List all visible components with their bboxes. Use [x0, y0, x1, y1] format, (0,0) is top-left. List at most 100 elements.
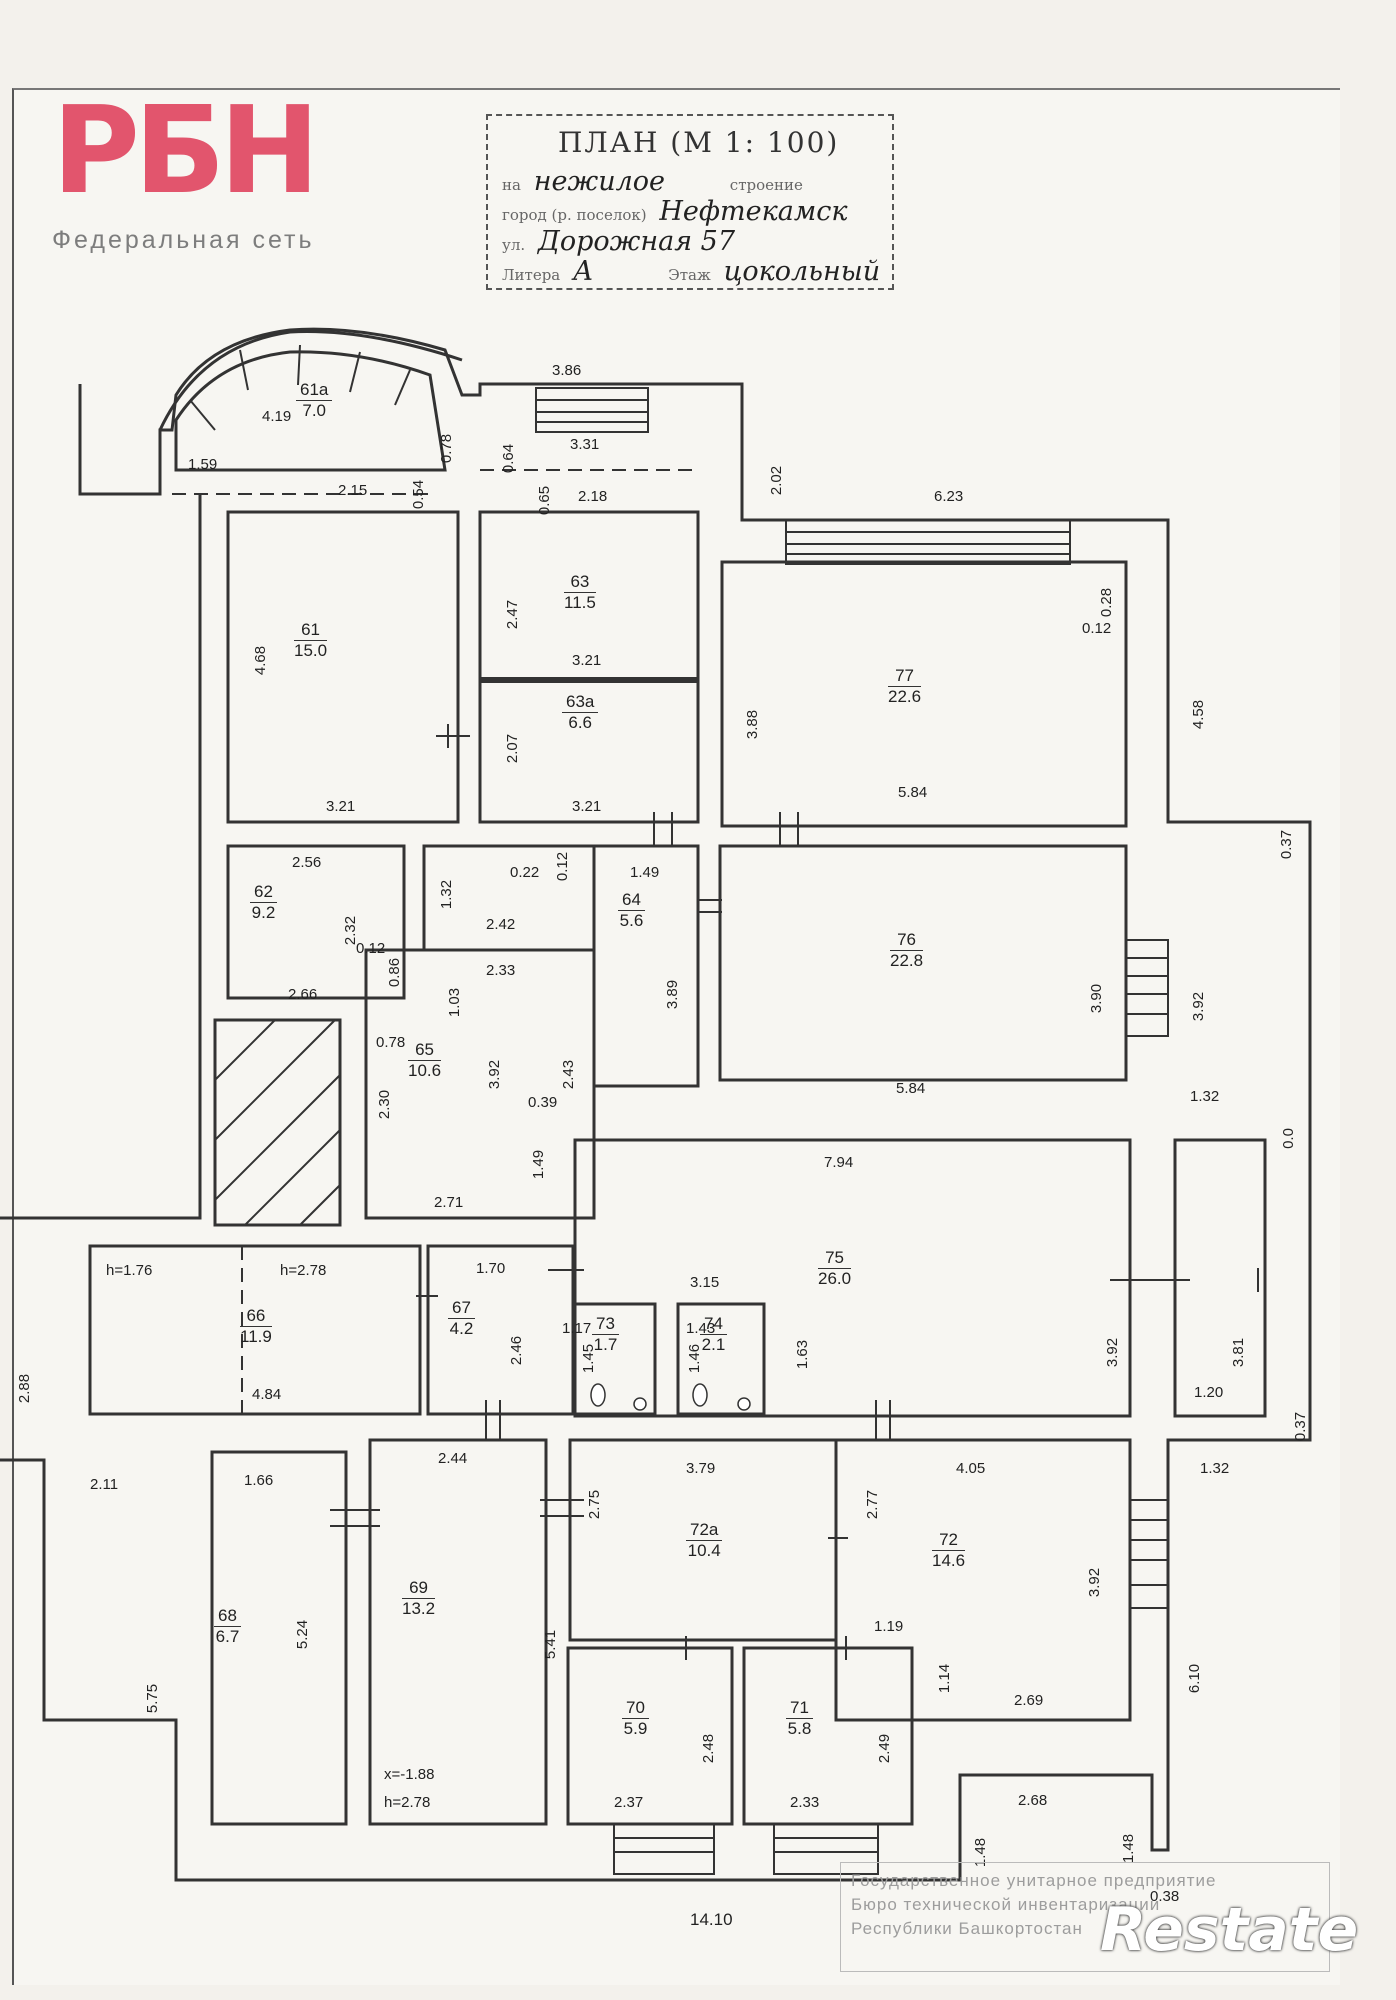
stair-arch: [189, 344, 411, 431]
dimension-label: 0.38: [1150, 1888, 1180, 1905]
dimension-label: 4.19: [262, 408, 292, 425]
dimension-label: 1.45: [580, 1343, 598, 1374]
dimension-label: 2.71: [434, 1194, 464, 1211]
room-area: 6.7: [215, 1627, 240, 1646]
dashed-lines: [172, 469, 698, 1414]
room-62-outline: [226, 844, 406, 1000]
bti-stamp-line: Бюро технической инвентаризации: [851, 1895, 1161, 1914]
room-number: 72: [932, 1530, 966, 1551]
room-number: 74: [700, 1314, 727, 1335]
dimension-label: 2.66: [288, 986, 318, 1003]
room-65-outline: [364, 948, 596, 1220]
room-area: 10.4: [687, 1541, 721, 1560]
dimension-label: 2.33: [790, 1794, 820, 1811]
stamp-value: нежилое: [533, 166, 666, 197]
stamp-value: цокольный: [723, 256, 881, 287]
room-69-outline: [368, 1438, 548, 1826]
dimension-label: 2.49: [876, 1733, 894, 1764]
stamp-label: Литера: [502, 266, 561, 284]
room-number: 61: [294, 620, 328, 641]
dimension-label: 4.84: [252, 1386, 282, 1403]
room-side-right: [1173, 1138, 1267, 1418]
dimension-label: 2.18: [578, 488, 608, 505]
dimension-label: h=1.76: [106, 1262, 153, 1279]
stair-right-72: [1129, 1499, 1169, 1609]
dimension-label: 1.49: [530, 1149, 548, 1180]
dimension-label: 0.12: [356, 940, 386, 957]
stamp-label: строение: [729, 176, 803, 194]
dimension-label: 3.15: [690, 1274, 720, 1291]
room-area: 22.8: [890, 951, 924, 970]
dimension-label: 3.21: [326, 798, 356, 815]
plan-walls: [0, 327, 1312, 1882]
dimension-label: 0.12: [1082, 620, 1112, 637]
room-area: 5.8: [787, 1719, 812, 1738]
dimension-label: 5.84: [898, 784, 928, 801]
room-number: 68: [214, 1606, 241, 1627]
dimension-label: 1.63: [794, 1339, 812, 1370]
room-number: 66: [240, 1306, 272, 1327]
dimension-label: 1.03: [446, 987, 464, 1018]
dimension-label: 0.78: [376, 1034, 406, 1051]
stair-top-right: [785, 519, 1071, 565]
room-area: 15.0: [294, 641, 328, 660]
dimension-label: 3.92: [1104, 1337, 1122, 1368]
room-73-outline: [571, 1302, 657, 1416]
stamp-label: Этаж: [668, 266, 711, 284]
room-number: 77: [888, 666, 922, 687]
dimension-label: 6.10: [1186, 1663, 1204, 1694]
dimension-label: 0.0: [1279, 1128, 1297, 1149]
dimension-label: 7.94: [824, 1154, 854, 1171]
arch-inner: [174, 350, 447, 472]
room-area: 5.9: [623, 1719, 648, 1738]
room-area: 10.6: [408, 1061, 442, 1080]
dimension-label: x=-1.88: [384, 1766, 435, 1783]
dimension-label: 2.37: [614, 1794, 644, 1811]
room-area: 26.0: [818, 1269, 852, 1288]
dimension-label: h=2.78: [384, 1794, 431, 1811]
dimension-label: 5.75: [144, 1683, 162, 1714]
outer-wall-left: [0, 494, 202, 1220]
room-66-outline: [88, 1244, 422, 1416]
stamp-row-city: город (р. поселок) Нефтекамск: [502, 196, 847, 227]
bti-stamp-line: Республики Башкортостан: [851, 1919, 1083, 1938]
dimension-label: 2.30: [376, 1089, 394, 1120]
stair-bottom-71: [773, 1823, 879, 1875]
room-area: 11.5: [564, 593, 596, 612]
dimension-label: 3.92: [486, 1059, 504, 1090]
dimension-label: 2.43: [560, 1059, 578, 1090]
room-number: 76: [890, 930, 924, 951]
dimension-label: 4.58: [1190, 699, 1208, 730]
room-64-outline: [592, 844, 700, 1088]
hatched-area: [213, 1018, 342, 1227]
dimension-label: 2.75: [586, 1489, 604, 1520]
logo-subtitle: Федеральная сеть: [52, 226, 315, 254]
room-77-outline: [720, 560, 1128, 828]
dimension-label: 0.78: [438, 433, 456, 464]
dimension-label: 1.66: [244, 1472, 274, 1489]
logo-mark: РБН: [52, 82, 320, 221]
stair-top-center: [535, 387, 649, 433]
dimension-label: 2.48: [700, 1733, 718, 1764]
stair-right-76: [1125, 939, 1169, 1037]
restate-watermark: Restate: [1100, 1895, 1359, 1965]
room-number: 71: [786, 1698, 813, 1719]
bti-stamp: Государственное унитарное предприятие Бю…: [840, 1862, 1330, 1972]
dimension-label: 2.68: [1018, 1792, 1048, 1809]
dimension-label: 0.86: [386, 957, 404, 988]
dimension-label: 3.79: [686, 1460, 716, 1477]
title-stamp: ПЛАН (М 1: 100) на нежилое строение горо…: [486, 114, 894, 290]
dimension-label: 2.07: [504, 733, 522, 764]
dimension-label: 1.14: [936, 1663, 954, 1694]
